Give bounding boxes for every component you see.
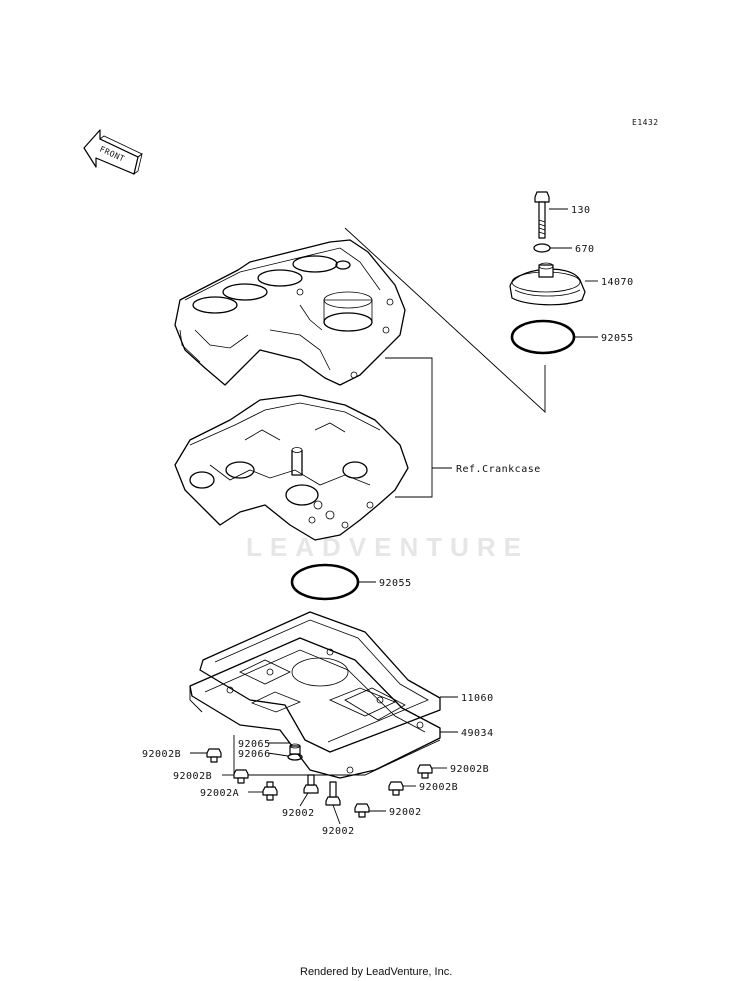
callout-92002B-3: 92002B — [450, 764, 489, 775]
callout-92002A: 92002A — [200, 788, 239, 799]
callout-11060: 11060 — [461, 693, 494, 704]
callout-14070: 14070 — [601, 277, 634, 288]
callout-92002B-1: 92002B — [142, 749, 181, 760]
callout-92055-top: 92055 — [601, 333, 634, 344]
bolt-92002B-1 — [206, 748, 222, 763]
bolt-92002-3 — [354, 803, 370, 818]
callout-92002-2: 92002 — [322, 826, 355, 837]
callout-49034: 49034 — [461, 728, 494, 739]
oil-pan-bracket-left — [189, 686, 203, 713]
bolt-130 — [534, 191, 550, 239]
watermark: LEADVENTURE — [246, 532, 529, 562]
callout-92066: 92066 — [238, 749, 271, 760]
cover-14070 — [509, 262, 586, 306]
bolt-92002-1 — [303, 774, 319, 794]
bolt-92002A — [262, 781, 278, 801]
callout-92055-mid: 92055 — [379, 578, 412, 589]
oil-pan-cover-reference-line — [344, 227, 546, 414]
o-ring-670 — [533, 243, 551, 253]
callout-92002B-4: 92002B — [419, 782, 458, 793]
footer-credit: Rendered by LeadVenture, Inc. — [300, 966, 452, 978]
oil-pan-49034 — [189, 637, 441, 779]
callout-92002-3: 92002 — [389, 807, 422, 818]
ref-crankcase-label: Ref.Crankcase — [456, 464, 541, 475]
leader-92002-1 — [299, 792, 309, 807]
callout-92002B-2: 92002B — [173, 771, 212, 782]
o-ring-92055-mid — [290, 563, 360, 601]
callout-92002-1: 92002 — [282, 808, 315, 819]
crankcase-bracket — [385, 357, 433, 498]
diagram-code: E1432 — [632, 118, 659, 127]
callout-92065: 92065 — [238, 739, 271, 750]
drain-plug — [287, 743, 303, 761]
bolt-92002B-4 — [388, 781, 404, 796]
callout-670: 670 — [575, 244, 595, 255]
o-ring-92055-top — [510, 319, 576, 355]
front-arrow-icon: FRONT — [83, 129, 143, 175]
oil-pan-bracket-bottom — [233, 735, 441, 776]
bolt-92002-2 — [325, 781, 341, 806]
bolt-92002B-3 — [417, 764, 433, 779]
callout-130: 130 — [571, 205, 591, 216]
lower-crankcase — [174, 394, 409, 541]
bolt-92002B-2 — [233, 769, 249, 784]
leader-92066 — [267, 752, 289, 757]
gasket-11060 — [199, 611, 441, 753]
upper-crankcase — [174, 239, 406, 386]
leader-92002-2 — [332, 804, 341, 825]
